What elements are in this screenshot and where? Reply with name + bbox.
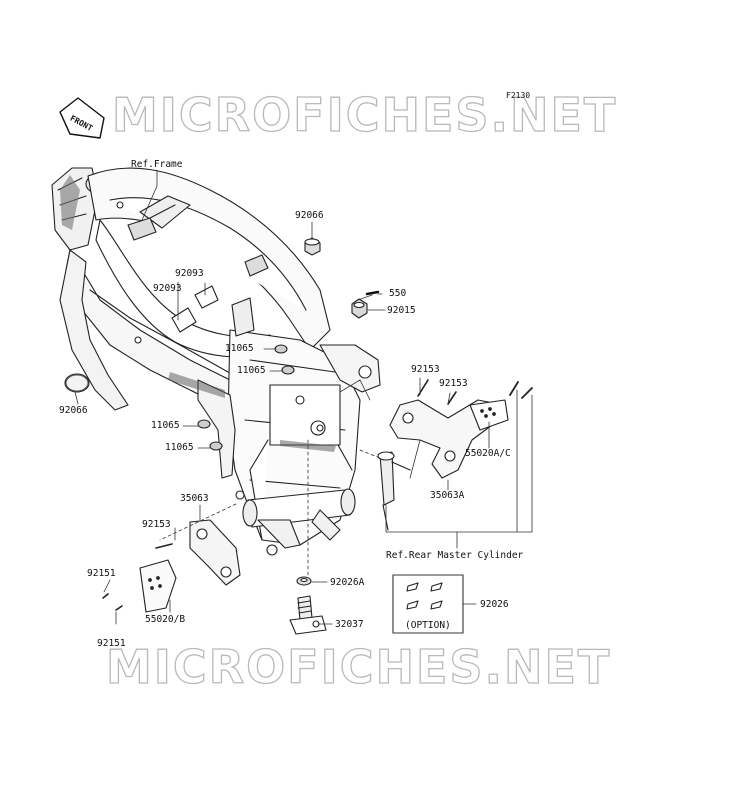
washer-92026a — [296, 576, 312, 586]
part-92151-a-label: 92151 — [87, 568, 116, 579]
part-92026a-label: 92026A — [330, 577, 365, 588]
option-box — [392, 574, 464, 634]
part-550-label: 550 — [389, 288, 407, 299]
part-92066-top-label: 92066 — [295, 210, 324, 221]
leader-lines — [74, 169, 533, 625]
part-92153-c-label: 92153 — [142, 519, 171, 530]
ref-frame-label: Ref.Frame — [131, 159, 183, 170]
part-11065-a-label: 11065 — [225, 343, 254, 354]
stud-32037 — [289, 595, 327, 635]
part-92026-label: 92026 — [480, 599, 509, 610]
diagram-code: F2130 — [506, 91, 531, 100]
part-32037-label: 32037 — [335, 619, 364, 630]
part-11065-b-label: 11065 — [237, 365, 266, 376]
cap-92066-top — [304, 237, 321, 256]
option-label: (OPTION) — [405, 620, 451, 631]
part-92015-label: 92015 — [387, 305, 416, 316]
clip-550 — [365, 290, 380, 296]
part-92093-b-label: 92093 — [153, 283, 182, 294]
watermark-bottom: MICROFICHES.NET — [105, 639, 612, 694]
part-92153-b-label: 92153 — [439, 378, 468, 389]
part-92153-a-label: 92153 — [411, 364, 440, 375]
part-55020ac-label: 55020A/C — [465, 448, 511, 459]
part-11065-c-label: 11065 — [151, 420, 180, 431]
ref-rear-master-label: Ref.Rear Master Cylinder — [386, 550, 524, 561]
part-92093-a-label: 92093 — [175, 268, 204, 279]
front-arrow-icon: FRONT — [59, 97, 105, 139]
right-footrest-bracket — [377, 379, 533, 531]
nut-92015 — [351, 298, 368, 319]
watermark-top: MICROFICHES.NET — [111, 87, 618, 142]
part-35063-label: 35063 — [180, 493, 209, 504]
part-11065-d-label: 11065 — [165, 442, 194, 453]
cap-92066-left — [64, 373, 90, 393]
motorcycle-frame — [51, 167, 381, 556]
grommets-11065 — [197, 344, 295, 451]
part-55020b-label: 55020/B — [145, 614, 186, 625]
part-92066-left-label: 92066 — [59, 405, 88, 416]
part-35063a-label: 35063A — [430, 490, 465, 501]
part-92151-b-label: 92151 — [97, 638, 126, 649]
left-footrest-bracket — [102, 519, 241, 613]
